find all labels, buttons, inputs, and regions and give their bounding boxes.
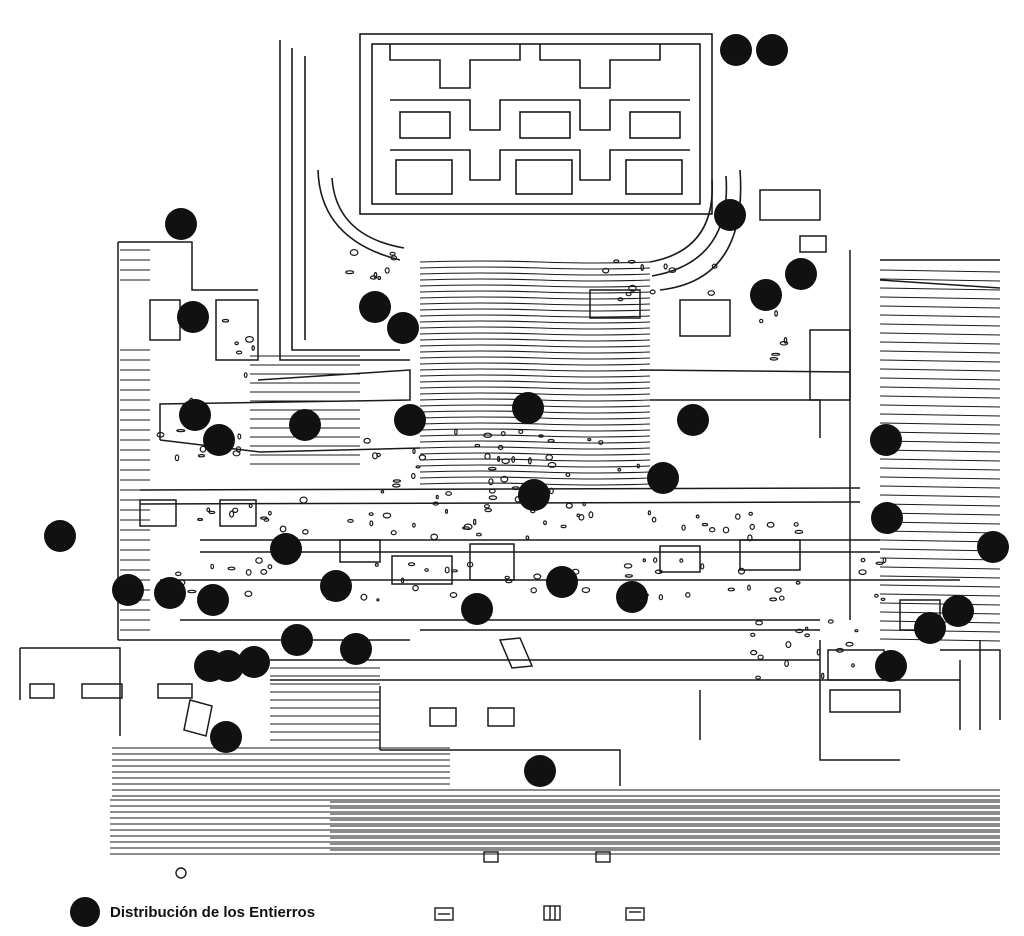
burial-marker: [524, 755, 556, 787]
burial-marker: [387, 312, 419, 344]
burial-marker: [647, 462, 679, 494]
burial-marker: [870, 424, 902, 456]
burial-marker: [714, 199, 746, 231]
burial-marker: [212, 650, 244, 682]
burial-marker: [165, 208, 197, 240]
lower-step-lines: [110, 747, 1000, 855]
burial-marker: [359, 291, 391, 323]
central-staircase-hatching: [419, 260, 651, 486]
burial-marker: [394, 404, 426, 436]
burial-marker-icon: [70, 897, 100, 927]
burial-marker: [875, 650, 907, 682]
burial-marker: [677, 404, 709, 436]
burial-marker: [512, 392, 544, 424]
burial-marker: [785, 258, 817, 290]
legend: Distribución de los Entierros: [70, 896, 315, 928]
burial-markers: [44, 34, 1009, 787]
burial-marker: [112, 574, 144, 606]
burial-marker: [270, 533, 302, 565]
burial-marker: [977, 531, 1009, 563]
burial-marker: [942, 595, 974, 627]
burial-marker: [340, 633, 372, 665]
burial-marker: [238, 646, 270, 678]
burial-marker: [177, 301, 209, 333]
burial-marker: [518, 479, 550, 511]
burial-marker: [179, 399, 211, 431]
burial-marker: [756, 34, 788, 66]
burial-marker: [320, 570, 352, 602]
burial-marker: [154, 577, 186, 609]
burial-marker: [750, 279, 782, 311]
burial-marker: [914, 612, 946, 644]
burial-marker: [546, 566, 578, 598]
burial-marker: [616, 581, 648, 613]
burial-marker: [871, 502, 903, 534]
burial-marker: [210, 721, 242, 753]
legend-label: Distribución de los Entierros: [110, 903, 316, 921]
burial-marker: [461, 593, 493, 625]
burial-marker: [289, 409, 321, 441]
burial-marker: [197, 584, 229, 616]
burial-marker: [44, 520, 76, 552]
upper-walled-complex: [279, 33, 742, 361]
burial-marker: [720, 34, 752, 66]
burial-marker: [203, 424, 235, 456]
plan-symbols: [175, 851, 645, 921]
burial-marker: [281, 624, 313, 656]
